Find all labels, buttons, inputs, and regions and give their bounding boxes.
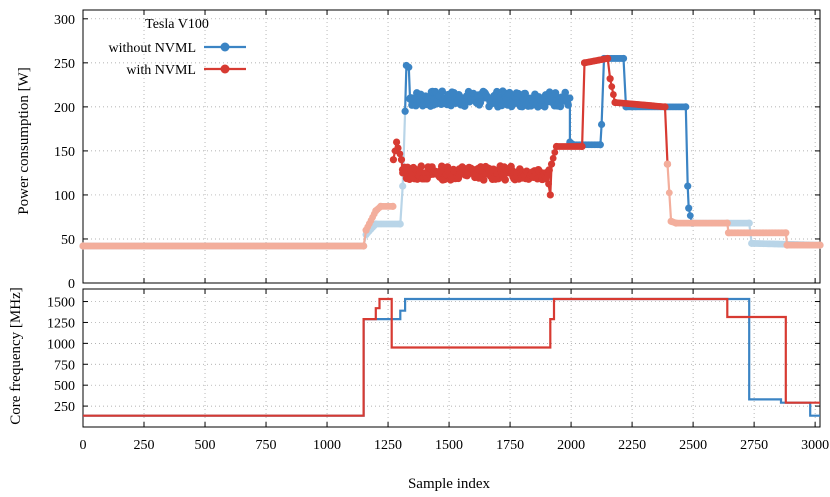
- legend: Tesla V100 without NVML with NVML: [109, 17, 246, 78]
- power-point: [660, 103, 667, 111]
- frequency-x-tick-label: 1750: [496, 438, 524, 453]
- power-point: [549, 154, 557, 162]
- frequency-y-tick-label: 250: [54, 400, 75, 415]
- power-point: [685, 204, 693, 212]
- power-noise-point: [417, 162, 426, 171]
- power-point: [547, 160, 556, 168]
- power-point: [780, 229, 788, 237]
- frequency-x-tick-label: 2250: [618, 438, 646, 453]
- frequency-x-tick-label: 2000: [557, 438, 585, 453]
- power-y-tick-label: 0: [68, 277, 75, 292]
- power-point: [546, 191, 554, 199]
- power-point: [394, 144, 402, 152]
- frequency-x-tick-label: 750: [256, 438, 277, 453]
- power-point: [665, 189, 673, 197]
- power-noise-point: [476, 98, 485, 107]
- power-point: [680, 103, 688, 111]
- power-noise-point: [493, 87, 501, 96]
- frequency-plot-frame: [82, 288, 821, 428]
- power-point: [744, 219, 752, 227]
- frequency-x-tick-label: 2750: [740, 438, 768, 453]
- power-point: [618, 55, 626, 62]
- frequency-y-tick-label: 750: [54, 358, 75, 373]
- power-y-tick-label: 50: [61, 233, 75, 248]
- frequency-y-tick-label: 1000: [47, 337, 75, 352]
- power-y-tick-label: 100: [54, 189, 75, 204]
- power-noise-point: [551, 89, 560, 97]
- power-point: [684, 182, 692, 190]
- power-line: [83, 111, 407, 248]
- frequency-line-without-nvml: [83, 297, 820, 417]
- frequency-x-tick-label: 1000: [313, 438, 341, 453]
- power-y-tick-label: 250: [54, 57, 75, 72]
- power-y-tick-label: 300: [54, 13, 75, 28]
- power-point: [722, 219, 730, 227]
- power-point: [608, 83, 616, 91]
- frequency-y-tick-label: 1250: [47, 316, 75, 331]
- power-noise-point: [545, 166, 553, 174]
- power-point: [597, 120, 606, 129]
- power-point: [401, 107, 409, 115]
- power-noise-point: [540, 102, 549, 111]
- power-point: [577, 143, 584, 150]
- legend-label: with NVML: [126, 63, 196, 78]
- frequency-y-tick-label: 1500: [47, 296, 75, 311]
- power-point: [595, 141, 603, 149]
- frequency-y-tick-label: 500: [54, 379, 75, 394]
- power-line: [83, 205, 393, 248]
- power-consumption-panel: 0 50 100 150 200 250 300 Tesla V100 without NVML…: [54, 9, 824, 292]
- legend-title: Tesla V100: [145, 17, 209, 32]
- power-point: [399, 182, 407, 190]
- power-y-tick-label: 150: [54, 145, 75, 160]
- legend-label: without NVML: [109, 41, 197, 56]
- x-axis-label: Sample index: [408, 476, 491, 492]
- frequency-line-with-nvml: [83, 297, 820, 417]
- power-point: [602, 55, 610, 63]
- frequency-x-tick-label: 0: [80, 438, 87, 453]
- power-point: [686, 212, 694, 220]
- power-point: [358, 242, 366, 250]
- power-noise-point: [497, 101, 506, 110]
- power-y-axis-label: Power consumption [W]: [16, 67, 32, 214]
- power-point: [606, 75, 614, 83]
- power-noise-point: [479, 176, 488, 184]
- power-noise-point: [561, 88, 570, 97]
- power-point: [392, 138, 401, 146]
- frequency-x-tick-label: 1500: [435, 438, 463, 453]
- power-point: [396, 150, 404, 158]
- power-y-tick-label: 200: [54, 101, 75, 116]
- power-noise-point: [438, 87, 447, 96]
- legend-swatch-marker: [220, 64, 230, 74]
- legend-swatch-marker: [220, 42, 230, 52]
- power-point: [551, 148, 559, 156]
- power-point: [388, 202, 395, 210]
- frequency-x-tick-label: 250: [134, 438, 155, 453]
- power-point: [405, 63, 413, 71]
- power-point: [815, 241, 822, 249]
- power-point: [389, 156, 398, 164]
- power-line: [404, 57, 693, 224]
- frequency-y-axis-label: Core frequency [MHz]: [8, 287, 24, 424]
- power-noise-point: [514, 89, 523, 98]
- frequency-x-tick-label: 1250: [374, 438, 402, 453]
- power-noise-point: [460, 102, 469, 110]
- power-point: [663, 160, 672, 168]
- core-frequency-panel: 0 250 500 750 1000 1250 1500 1750 2000 2250 2500 27…: [47, 288, 829, 453]
- power-point: [609, 91, 617, 98]
- power-plot-frame: [82, 9, 821, 284]
- power-noise-point: [564, 101, 572, 109]
- power-point: [397, 156, 406, 164]
- power-noise-point: [501, 176, 509, 184]
- power-series-with-nvml: [79, 54, 824, 250]
- frequency-x-tick-label: 500: [195, 438, 216, 453]
- power-point: [395, 220, 403, 228]
- frequency-x-tick-label: 3000: [801, 438, 829, 453]
- frequency-x-tick-label: 2500: [679, 438, 707, 453]
